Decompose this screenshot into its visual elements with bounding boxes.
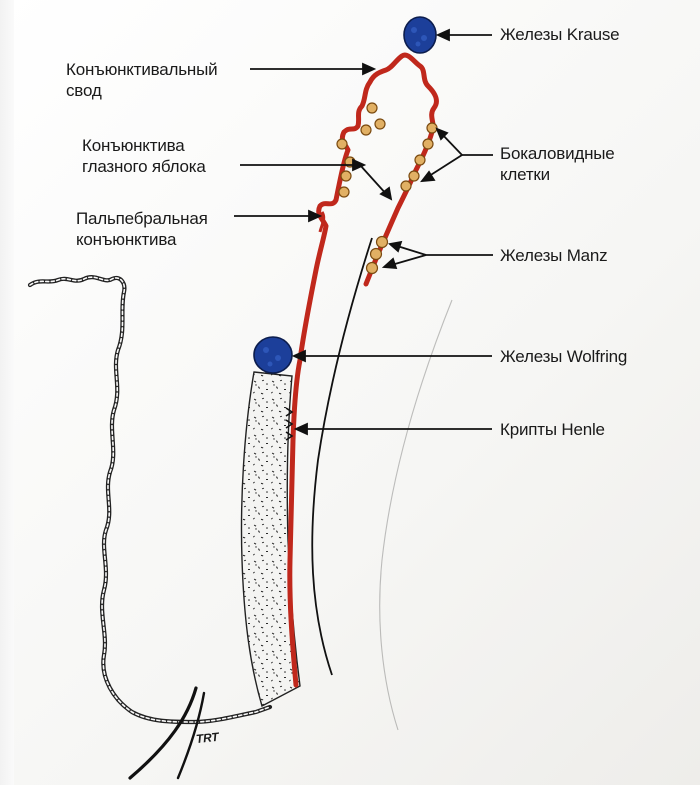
krause-gland (404, 17, 436, 53)
label-krause-glands: Железы Krause (500, 24, 619, 45)
goblet-cell (409, 171, 419, 181)
arrow-wolfring (294, 351, 492, 361)
conjunctiva (290, 55, 437, 685)
goblet-cell (339, 187, 349, 197)
wolfring-gland (254, 337, 292, 373)
goblet-cell (337, 139, 347, 149)
goblet-cell (341, 171, 351, 181)
goblet-cell (361, 125, 371, 135)
goblet-cell (427, 123, 437, 133)
goblet-cell (415, 155, 425, 165)
eyelid-skin-outline (30, 277, 270, 722)
arrow-krause (438, 30, 492, 40)
label-goblet-cells: Бокаловидные клетки (500, 143, 615, 185)
globe-limbus-line (380, 300, 452, 730)
label-conjunctival-fornix: Конъюнктивальный свод (66, 59, 217, 101)
goblet-cells (337, 103, 437, 197)
manz-gland (377, 237, 388, 248)
goblet-cell (375, 119, 385, 129)
manz-gland (371, 249, 382, 260)
label-wolfring-glands: Железы Wolfring (500, 346, 627, 367)
label-palpebral-conjunctiva: Пальпебральная конъюнктива (76, 208, 208, 250)
goblet-cell (401, 181, 411, 191)
arrow-bulbar (240, 160, 391, 199)
goblet-cell (423, 139, 433, 149)
label-henle-crypts: Крипты Henle (500, 419, 605, 440)
goblet-cell (367, 103, 377, 113)
label-bulbar-conjunctiva: Конъюнктива глазного яблока (82, 135, 206, 177)
globe-surface (312, 238, 372, 675)
arrow-fornix (250, 64, 374, 74)
manz-gland (367, 263, 378, 274)
label-manz-glands: Железы Manz (500, 245, 608, 266)
arrow-palpebral (234, 211, 320, 221)
eyelashes (130, 688, 204, 778)
artist-signature: TRT (195, 727, 220, 750)
arrow-henle (296, 424, 492, 434)
arrow-manz (384, 242, 493, 268)
manz-glands (367, 237, 388, 274)
